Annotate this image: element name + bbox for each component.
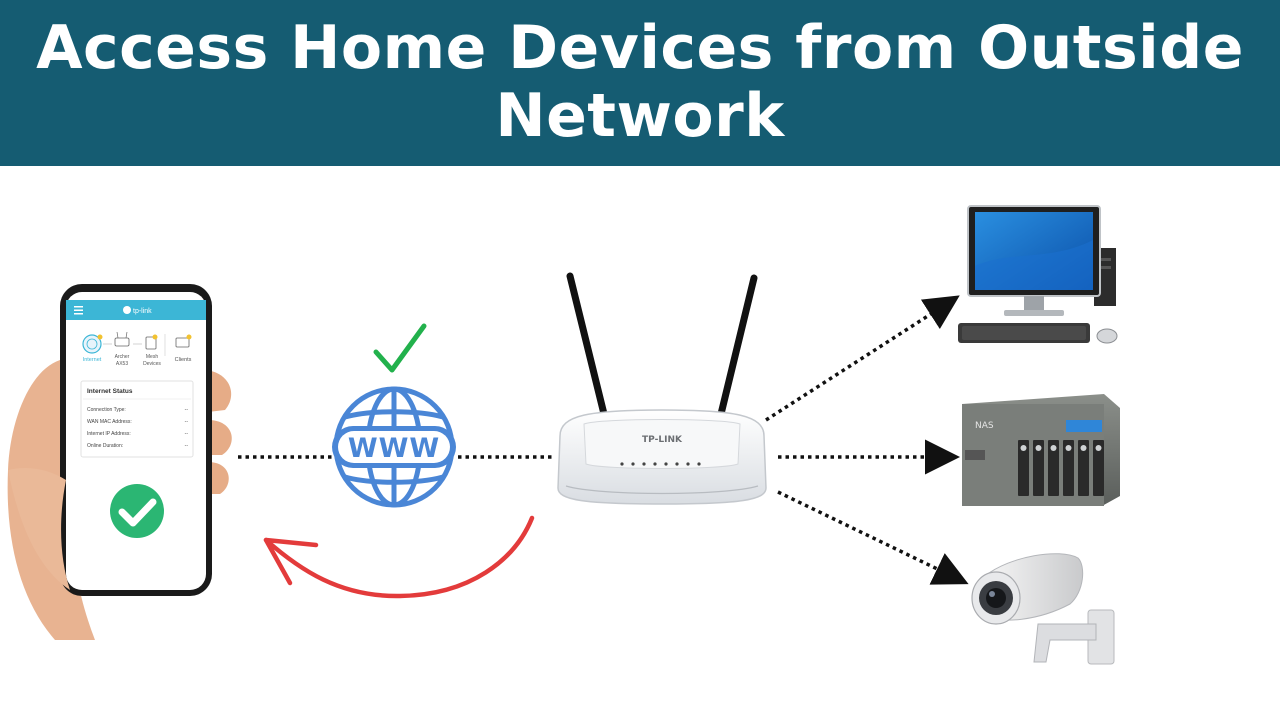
link-router-computer: [765, 295, 960, 422]
svg-text:Devices: Devices: [143, 361, 161, 367]
nas-drive-bays: [1018, 440, 1104, 496]
router-leds: [620, 462, 701, 466]
antenna-right: [717, 274, 758, 418]
status-row-label: WAN MAC Address:: [87, 419, 132, 425]
app-logo: tp-link: [133, 308, 152, 315]
app-header: [66, 300, 206, 320]
menu-icon[interactable]: [74, 306, 83, 315]
monitor-icon: [175, 337, 190, 348]
check-icon: [373, 323, 427, 373]
svg-text:Internet: Internet: [83, 357, 102, 363]
svg-text:--: --: [185, 431, 189, 437]
www-label: WWW: [348, 433, 440, 464]
nas-label: NAS: [975, 421, 994, 431]
status-card-title: Internet Status: [87, 388, 133, 395]
page-title: Access Home Devices from Outside Network: [36, 13, 1244, 151]
nas-icon: NAS: [962, 394, 1120, 506]
nav-clients[interactable]: Clients: [175, 334, 192, 364]
router-icon: [114, 337, 130, 347]
title-banner: [0, 0, 1280, 166]
nav-archer[interactable]: Archer AX53: [114, 331, 130, 367]
svg-text:Clients: Clients: [175, 357, 192, 363]
mesh-icon: [145, 336, 157, 350]
status-row-label: Connection Type:: [87, 407, 126, 413]
nas-display: [1066, 420, 1102, 432]
security-camera-icon: [971, 553, 1115, 665]
globe-icon: [86, 338, 98, 350]
svg-text:--: --: [185, 407, 189, 413]
check-circle-icon: [110, 484, 164, 538]
internet-status-card: Internet Status Connection Type: -- WAN …: [80, 380, 194, 458]
return-arrow: [263, 515, 535, 599]
camera-mount: [1033, 623, 1097, 663]
thumb: [8, 468, 70, 590]
status-row-label: Online Duration:: [87, 443, 123, 449]
svg-text:Archer: Archer: [115, 354, 130, 360]
tplink-logo-icon: [123, 306, 131, 314]
svg-text:--: --: [185, 419, 189, 425]
internet-globe: WWW: [332, 323, 456, 508]
phone-group: tp-link Internet Archer AX53 Mesh Device…: [7, 284, 232, 640]
router-brand: TP-LINK: [642, 435, 683, 445]
svg-text:--: --: [185, 443, 189, 449]
svg-text:Mesh: Mesh: [146, 354, 158, 360]
antenna-left: [566, 272, 608, 418]
nav-internet[interactable]: Internet: [82, 334, 103, 364]
link-router-camera: [777, 490, 969, 585]
desktop-computer-icon: [958, 205, 1118, 344]
pc-mouse: [1096, 328, 1118, 344]
status-row-label: Internet IP Address:: [87, 431, 131, 437]
router: TP-LINK: [557, 272, 767, 505]
svg-text:AX53: AX53: [116, 361, 128, 367]
nav-mesh[interactable]: Mesh Devices: [143, 334, 161, 368]
